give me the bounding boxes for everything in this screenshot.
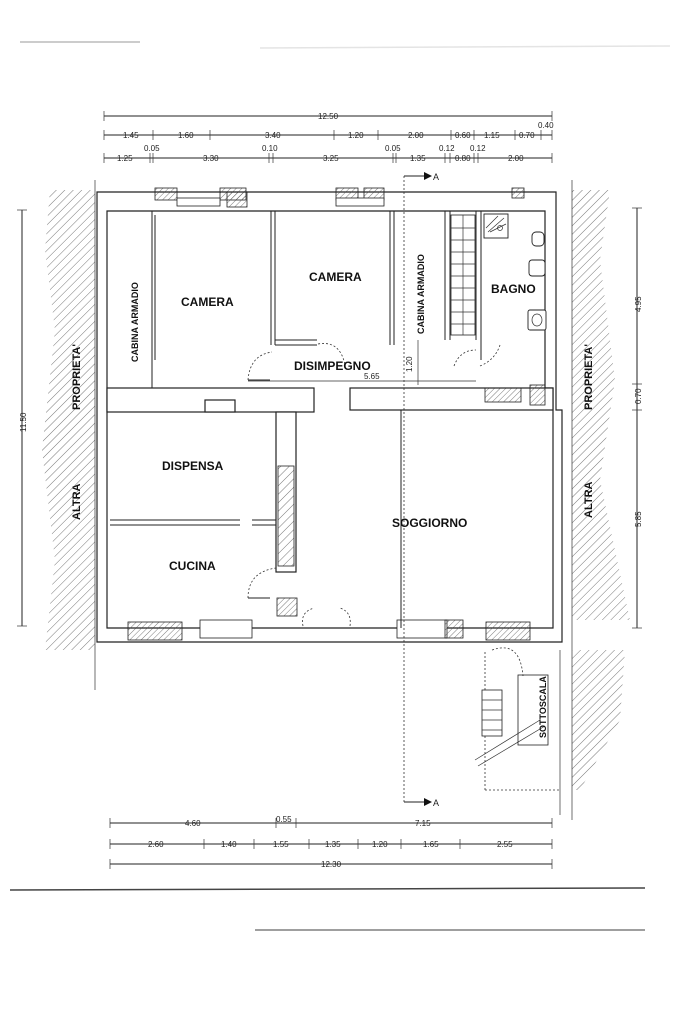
dim-bottom2-3: 1.55 <box>273 840 289 849</box>
section-marker-bottom: A <box>433 798 439 808</box>
dim-top-9: 0.40 <box>538 121 554 130</box>
room-bagno: BAGNO <box>491 282 536 296</box>
dim-top2-s5: 0.12 <box>470 144 486 153</box>
dim-right-3: 5.85 <box>634 511 643 527</box>
dim-bottom2-2: 1.40 <box>221 840 237 849</box>
dim-top2-2: 3.30 <box>203 154 219 163</box>
dim-top-2: 1.60 <box>178 131 194 140</box>
dim-top-5: 2.00 <box>408 131 424 140</box>
room-cabina-armadio-left: CABINA ARMADIO <box>130 282 140 362</box>
room-soggiorno: SOGGIORNO <box>392 516 467 530</box>
dim-disimpegno-depth: 1.20 <box>405 356 414 372</box>
dim-top2-s2: 0.10 <box>262 144 278 153</box>
door-swings <box>247 343 524 677</box>
section-marker-top: A <box>433 172 439 182</box>
room-disimpegno: DISIMPEGNO <box>294 359 371 373</box>
label-proprieta-left: PROPRIETA' <box>71 344 83 410</box>
dim-bottom-3: 7.15 <box>415 819 431 828</box>
left-dimension: 11.50 <box>17 209 28 627</box>
dim-top-4: 1.20 <box>348 131 364 140</box>
dim-top-3: 3.40 <box>265 131 281 140</box>
bathroom-fixtures <box>483 213 547 331</box>
dim-top2-s3: 0.05 <box>385 144 401 153</box>
dim-bottom2-4: 1.35 <box>325 840 341 849</box>
label-proprieta-right: PROPRIETA' <box>583 344 595 410</box>
dim-bottom-1: 4.60 <box>185 819 201 828</box>
outer-walls <box>96 191 563 643</box>
room-camera-center: CAMERA <box>309 270 362 284</box>
sottoscala-stairs <box>474 652 560 791</box>
neighbor-property-right-lower <box>572 650 625 790</box>
dim-total-top: 12.50 <box>318 112 339 121</box>
dim-top2-s1: 0.05 <box>144 144 160 153</box>
dim-top2-1: 1.25 <box>117 154 133 163</box>
neighbor-property-left <box>42 190 95 650</box>
dim-top2-6: 2.00 <box>508 154 524 163</box>
dim-bottom2-1: 2.60 <box>148 840 164 849</box>
dim-disimpegno-width: 5.65 <box>364 372 380 381</box>
dim-bottom-total: 12.30 <box>321 860 342 869</box>
dim-top2-3: 3.25 <box>323 154 339 163</box>
bottom-windows <box>127 597 531 641</box>
dim-top-8: 0.70 <box>519 131 535 140</box>
label-altra-right: ALTRA <box>583 481 595 518</box>
dim-top2-5: 0.80 <box>455 154 471 163</box>
label-altra-left: ALTRA <box>71 483 83 520</box>
dim-bottom2-5: 1.20 <box>372 840 388 849</box>
bottom-dimensions: 4.60 0.55 7.15 2.60 1.40 1.55 1.35 1.20 … <box>109 815 553 869</box>
staircase <box>450 214 476 336</box>
right-dimensions: 4.95 0.70 5.85 <box>632 207 643 629</box>
dim-left-total: 11.50 <box>19 412 28 432</box>
dim-top2-s4: 0.12 <box>439 144 455 153</box>
dim-top-6: 0.60 <box>455 131 471 140</box>
dim-bottom-2: 0.55 <box>276 815 292 824</box>
top-dimensions: 12.50 1.45 1.60 3.40 1.20 2.00 0.60 1.15… <box>103 111 554 163</box>
dim-right-1: 4.95 <box>634 296 643 312</box>
room-cucina: CUCINA <box>169 559 216 573</box>
neighbor-property-right <box>572 190 630 620</box>
dim-bottom2-6: 1.65 <box>423 840 439 849</box>
section-line-a: A A <box>403 172 439 808</box>
room-dispensa: DISPENSA <box>162 459 224 473</box>
interior-walls <box>106 191 554 628</box>
dim-top2-4: 1.35 <box>410 154 426 163</box>
room-cabina-armadio-right: CABINA ARMADIO <box>416 254 426 334</box>
dim-top-7: 1.15 <box>484 131 500 140</box>
dim-top-1: 1.45 <box>123 131 139 140</box>
disimpegno-dims: 5.65 1.20 <box>248 340 476 385</box>
room-camera-left: CAMERA <box>181 295 234 309</box>
dim-right-2: 0.70 <box>634 388 643 404</box>
dim-bottom2-7: 2.55 <box>497 840 513 849</box>
room-sottoscala: SOTTOSCALA <box>538 676 548 738</box>
